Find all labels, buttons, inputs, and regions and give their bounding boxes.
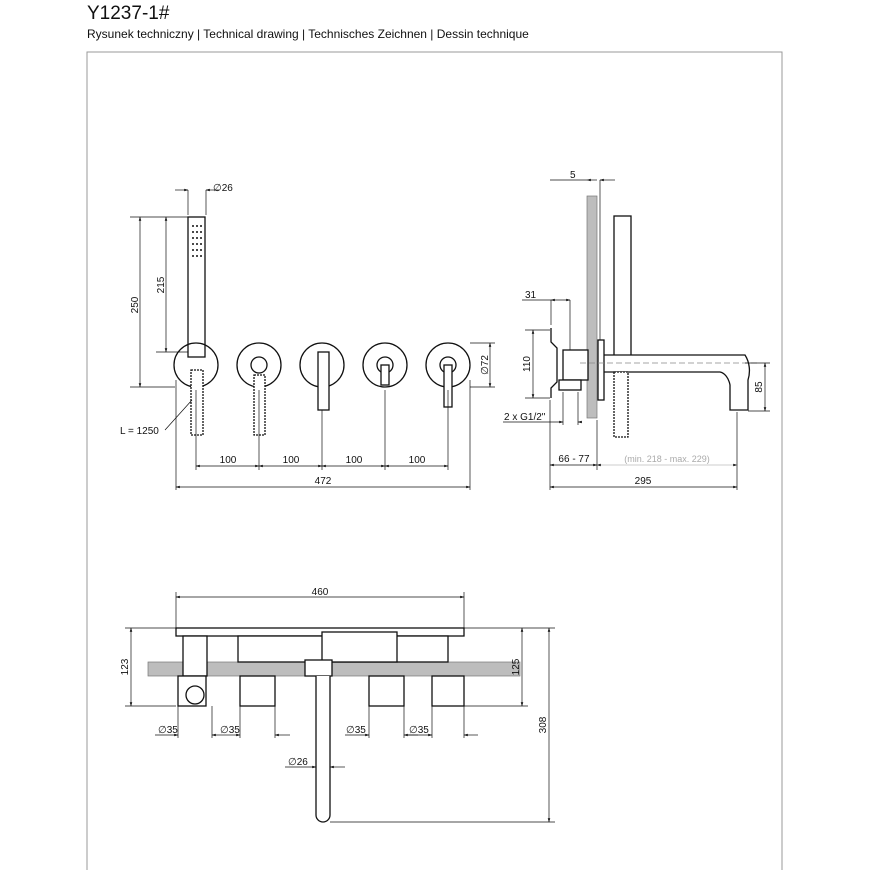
dim-projection-range: (min. 218 - max. 229) [624, 454, 710, 464]
dim-connections: 2 x G1/2" [504, 412, 546, 423]
side-view: 5 31 110 2 x G1/2" 66 - 77 (min. 218 - m… [503, 170, 770, 490]
drawing-title: Y1237-1# [87, 3, 170, 24]
front-view: ∅26 250 215 ∅72 L = 1250 100 100 100 100… [120, 183, 495, 490]
dim-body-height: 110 [522, 356, 533, 372]
dim-dia-valve-2: ∅35 [220, 725, 240, 736]
dim-dia-handshower: ∅26 [213, 183, 233, 194]
spout-side [599, 354, 751, 411]
top-view: 460 123 125 308 ∅35 ∅35 ∅35 ∅35 ∅26 [120, 587, 555, 823]
dim-right-depth: 125 [511, 658, 522, 675]
dim-plate-width: 460 [312, 587, 329, 598]
dim-spout-length: 308 [538, 716, 549, 733]
dim-dia-valve-3: ∅35 [346, 725, 366, 736]
drawing-subtitle: Rysunek techniczny | Technical drawing |… [87, 27, 529, 41]
hand-shower-side [613, 215, 632, 357]
dim-height-total: 250 [130, 296, 141, 313]
dim-dia-valve-4: ∅35 [409, 725, 429, 736]
dim-body-depth: 31 [525, 290, 537, 301]
spout-top [315, 676, 331, 823]
hand-shower [187, 216, 206, 358]
cover-plate [175, 627, 465, 637]
dim-left-depth: 123 [120, 658, 131, 675]
dim-spacing-4: 100 [409, 455, 426, 466]
dim-dia-valve-1: ∅35 [158, 725, 178, 736]
dim-spout-drop: 85 [754, 381, 765, 393]
dim-install-depth: 66 - 77 [558, 454, 590, 465]
dim-width-total: 472 [315, 476, 332, 487]
concealed-body [562, 349, 589, 381]
dim-wall-finish: 5 [570, 170, 576, 181]
dim-spacing-2: 100 [283, 455, 300, 466]
dim-dia-rosette: ∅72 [480, 355, 491, 375]
dim-spacing-1: 100 [220, 455, 237, 466]
dim-hose-length: L = 1250 [120, 426, 159, 437]
dim-height-handshower: 215 [156, 276, 167, 293]
hoses-and-levers [190, 351, 453, 436]
wall-section [586, 195, 598, 419]
drawing-frame [86, 51, 783, 870]
dim-projection-total: 295 [635, 476, 652, 487]
dim-spacing-3: 100 [346, 455, 363, 466]
dim-dia-spout: ∅26 [288, 757, 308, 768]
